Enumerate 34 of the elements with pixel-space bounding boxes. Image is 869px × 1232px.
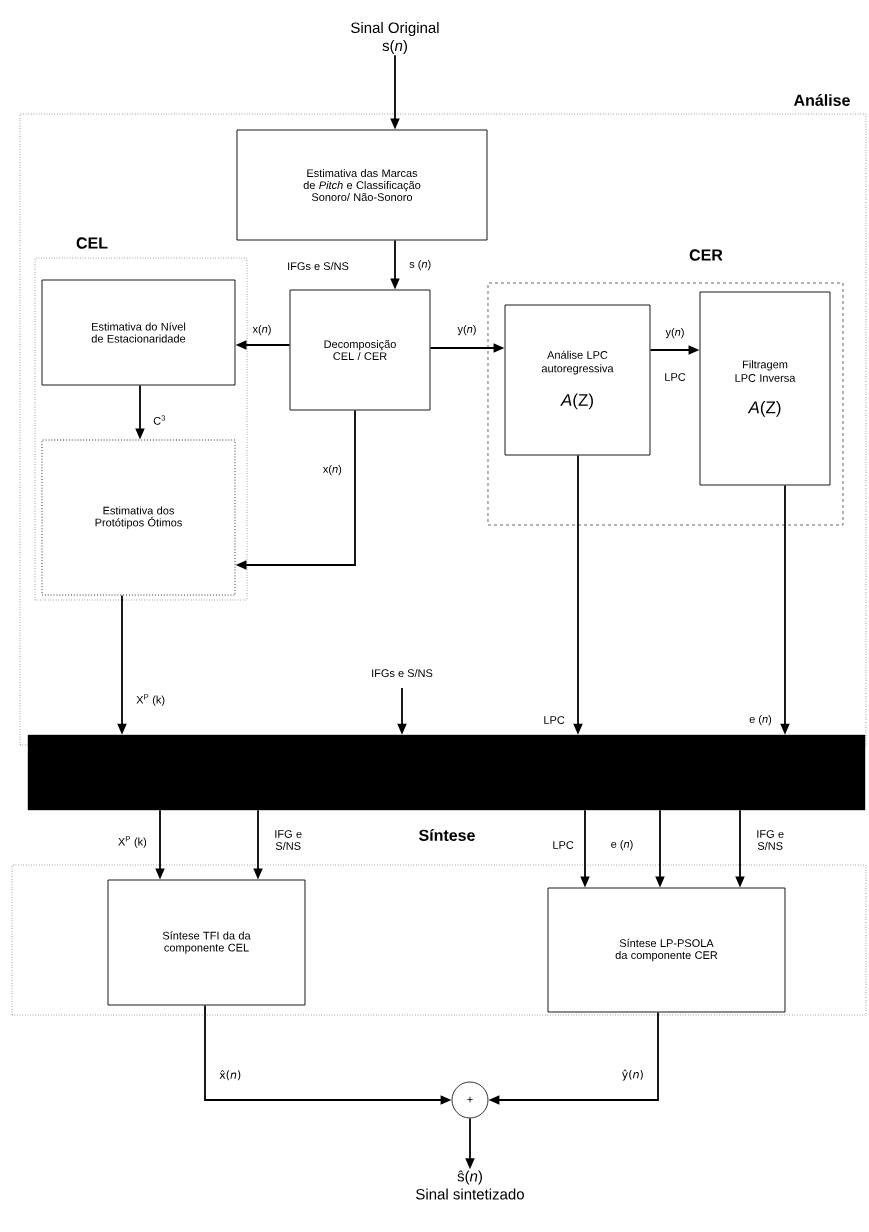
node-label: CER [689,249,723,261]
signal-label: LPC [663,372,687,382]
process-box: Estimativa dos Protótipos Ótimos [41,439,236,596]
edge-label: y(n) [456,323,478,337]
edge-label: X$^{P}$ (k) [135,693,167,707]
node-label: Síntese [419,829,475,841]
storage-bar [27,734,866,811]
input-label: Sinal Original s(n) [351,22,439,54]
edge-label: X$^{P}$ (k) [116,835,148,849]
edge-label: y(n) [664,326,686,340]
process-box: Estimativa do Nível de Estacionaridade [41,279,236,386]
process-box: Estimativa das Marcas de Pitch e Classificação Sonoro/ Não-Sonoro [236,129,488,241]
process-box: Filtragem LPC Inversa A(Z) [699,291,831,486]
edge-label: IFG e S/NS [748,829,793,851]
process-box: Síntese LP-PSOLA da componente CER [547,887,786,1013]
node-label: CEL [76,237,108,249]
process-box: Decomposição CEL / CER [289,289,431,411]
edge-label: ŷ(n) [620,1068,645,1082]
edge-label: x(n) [321,463,343,477]
edge-label: e (n) [609,838,635,852]
signal-label: IFGs e S/NS [286,260,350,272]
process-box: Análise LPC autoregressiva A(Z) [504,304,651,456]
output-label: ŝ(n) Sinal sintetizado [416,1170,524,1200]
edge-label: IFG e S/NS [266,829,311,851]
node-label: Análise [793,94,850,106]
edge-label: C$^{3}$ [152,414,167,426]
edge-label: x̂(n) [218,1068,243,1082]
edge-label: s (n) [408,258,433,272]
edge-label: IFGs e S/NS [370,667,434,679]
edge-label: e (n) [748,713,773,727]
edge-label: x(n) [251,323,273,337]
edge-label: LPC [542,715,566,725]
edge-label: LPC [551,840,575,850]
process-box: Síntese TFI da da componente CEL [107,879,306,1006]
